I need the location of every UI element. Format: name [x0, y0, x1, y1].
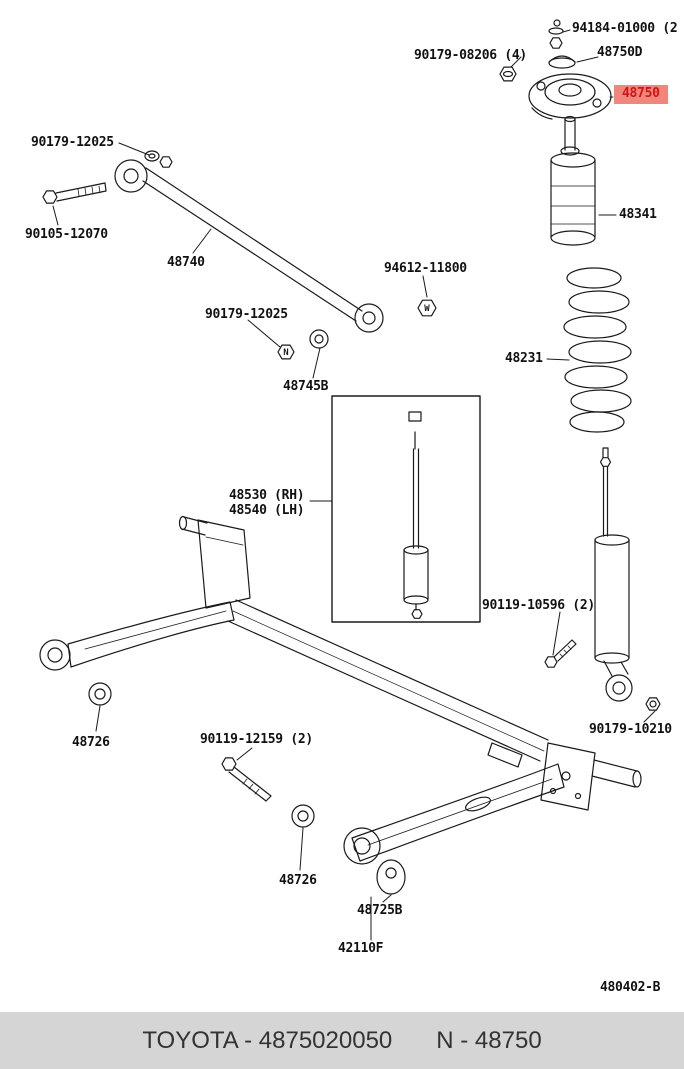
- bolt-90119-12159-drawing: [221, 757, 272, 802]
- part-label-94612-11800: 94612-11800: [384, 261, 467, 276]
- lateral-rod-drawing: [114, 159, 384, 333]
- footer-bar: TOYOTA - 4875020050 N - 48750: [0, 1012, 684, 1069]
- part-label-90119-12159: 90119-12159 (2): [200, 732, 313, 747]
- nut-letter-w: W: [424, 304, 430, 314]
- part-label-48726-right: 48726: [279, 873, 317, 888]
- part-label-90179-08206: 90179-08206 (4): [414, 48, 527, 63]
- coil-spring-drawing: [563, 267, 632, 433]
- part-label-90179-12025-upper: 90179-12025: [31, 135, 114, 150]
- bushing-48725b-drawing: [376, 859, 406, 895]
- washer-nut-top-drawing: [144, 150, 173, 168]
- axle-beam-drawing: [39, 515, 642, 865]
- part-label-48740: 48740: [167, 255, 205, 270]
- washer-nut-mid-drawing: [277, 329, 329, 360]
- part-label-42110f: 42110F: [338, 941, 384, 956]
- part-label-48726-left: 48726: [72, 735, 110, 750]
- part-label-48750d: 48750D: [597, 45, 643, 60]
- part-label-48341: 48341: [619, 207, 657, 222]
- part-label-48745b: 48745B: [283, 379, 329, 394]
- diagram-code-label: 480402-B: [600, 980, 661, 995]
- part-label-90119-10596: 90119-10596 (2): [482, 598, 595, 613]
- bolt-90105-12070-drawing: [42, 182, 107, 204]
- part-label-90179-12025-lower: 90179-12025: [205, 307, 288, 322]
- leader-lines: [52, 29, 656, 941]
- nut-letters: W N: [283, 304, 430, 358]
- part-label-48231: 48231: [505, 351, 543, 366]
- part-label-90105-12070: 90105-12070: [25, 227, 108, 242]
- part-label-48750-highlighted[interactable]: 48750: [614, 85, 668, 105]
- part-label-48530-rh: 48530 (RH): [229, 488, 305, 503]
- part-label-90179-10210: 90179-10210: [589, 722, 672, 737]
- footer-ref-number: N - 48750: [436, 1026, 542, 1054]
- footer-part-number: TOYOTA - 4875020050: [142, 1026, 393, 1054]
- bolt-90119-10596-drawing: [544, 639, 577, 668]
- part-label-48725b: 48725B: [357, 903, 403, 918]
- shock-absorber-drawing: [594, 447, 661, 711]
- part-label-94184-01000: 94184-01000 (2: [572, 21, 678, 36]
- bushing-48726-left-drawing: [88, 682, 112, 706]
- strut-mount-drawing: [499, 19, 612, 120]
- part-label-48540-lh: 48540 (LH): [229, 503, 305, 518]
- nut-94612-drawing: [417, 299, 437, 317]
- bushing-48726-right-drawing: [291, 804, 315, 828]
- shock-boot-drawing: [550, 115, 596, 246]
- nut-letter-n: N: [283, 348, 288, 358]
- inset-box-drawing: [331, 395, 481, 623]
